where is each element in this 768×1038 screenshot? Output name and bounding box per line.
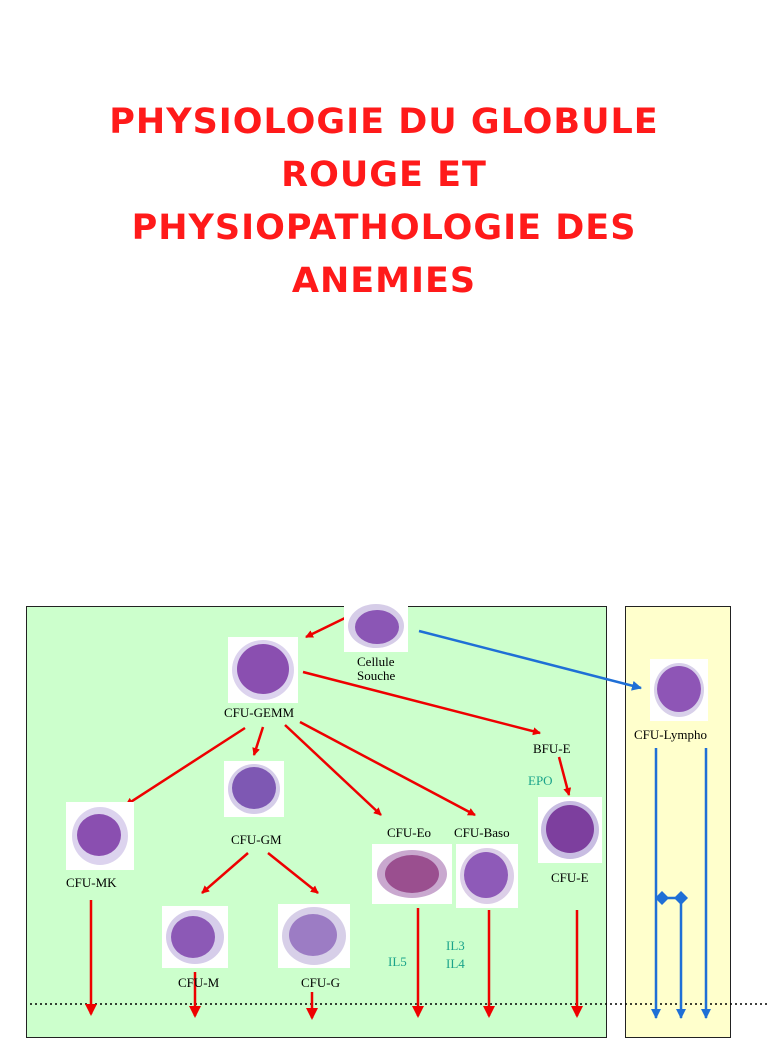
- arrow-gemm-to-eo: [284, 724, 382, 816]
- arrow-gemm-to-mk: [125, 726, 246, 807]
- branch-diamond-right: [674, 891, 688, 905]
- arrow-gemm-to-gm: [252, 726, 265, 756]
- label-cfu-e: CFU-E: [551, 870, 589, 885]
- label-bfu-e: BFU-E: [533, 741, 571, 756]
- arrow-bfue-to-cfue: [557, 756, 572, 796]
- arrow-gm-to-m: [201, 852, 249, 894]
- label-cellule-souche-line-2: Souche: [357, 668, 396, 683]
- label-cellule-souche-line-1: Cellule: [357, 654, 395, 669]
- arrow-gm-to-g: [267, 852, 319, 894]
- label-cfu-lympho: CFU-Lympho: [634, 727, 707, 742]
- cytokine-il5: IL5: [388, 954, 407, 969]
- title-line-2: ROUGE ET: [281, 155, 487, 195]
- cytokine-epo: EPO: [528, 773, 553, 788]
- arrow-gemm-to-bfue: [302, 670, 541, 736]
- arrow-souche-to-gemm: [305, 616, 346, 639]
- cell-image-cfu-baso: [456, 844, 518, 908]
- label-cfu-baso: CFU-Baso: [454, 825, 510, 840]
- cytokine-il3: IL3: [446, 938, 465, 953]
- cell-image-cfu-mk: [66, 802, 134, 870]
- cell-image-cfu-lympho: [650, 659, 708, 721]
- label-cfu-g: CFU-G: [301, 975, 341, 990]
- cell-image-cellule-souche: [344, 600, 408, 652]
- label-cfu-gm: CFU-GM: [231, 832, 282, 847]
- arrow-souche-to-lympho: [418, 629, 642, 691]
- label-cfu-gemm: CFU-GEMM: [224, 705, 295, 720]
- cell-image-cfu-e: [538, 797, 602, 863]
- label-cfu-eo: CFU-Eo: [387, 825, 432, 840]
- label-cfu-m: CFU-M: [178, 975, 220, 990]
- cell-image-cfu-gemm: [228, 637, 298, 703]
- label-cellule-souche: Cellule Souche: [357, 655, 395, 683]
- cell-image-cfu-gm: [224, 761, 284, 817]
- page-title: PHYSIOLOGIE DU GLOBULE ROUGE ET PHYSIOPA…: [0, 96, 768, 308]
- title-line-4: ANEMIES: [291, 261, 477, 301]
- cell-image-cfu-eo: [372, 844, 452, 904]
- branch-diamond-left: [655, 891, 669, 905]
- label-cfu-mk: CFU-MK: [66, 875, 117, 890]
- cell-image-cfu-m: [162, 906, 228, 968]
- title-line-3: PHYSIOPATHOLOGIE DES: [131, 208, 637, 248]
- cytokine-il4: IL4: [446, 956, 465, 971]
- cell-image-cfu-g: [278, 904, 350, 968]
- arrow-gemm-to-baso: [299, 720, 476, 817]
- title-line-1: PHYSIOLOGIE DU GLOBULE: [109, 102, 659, 142]
